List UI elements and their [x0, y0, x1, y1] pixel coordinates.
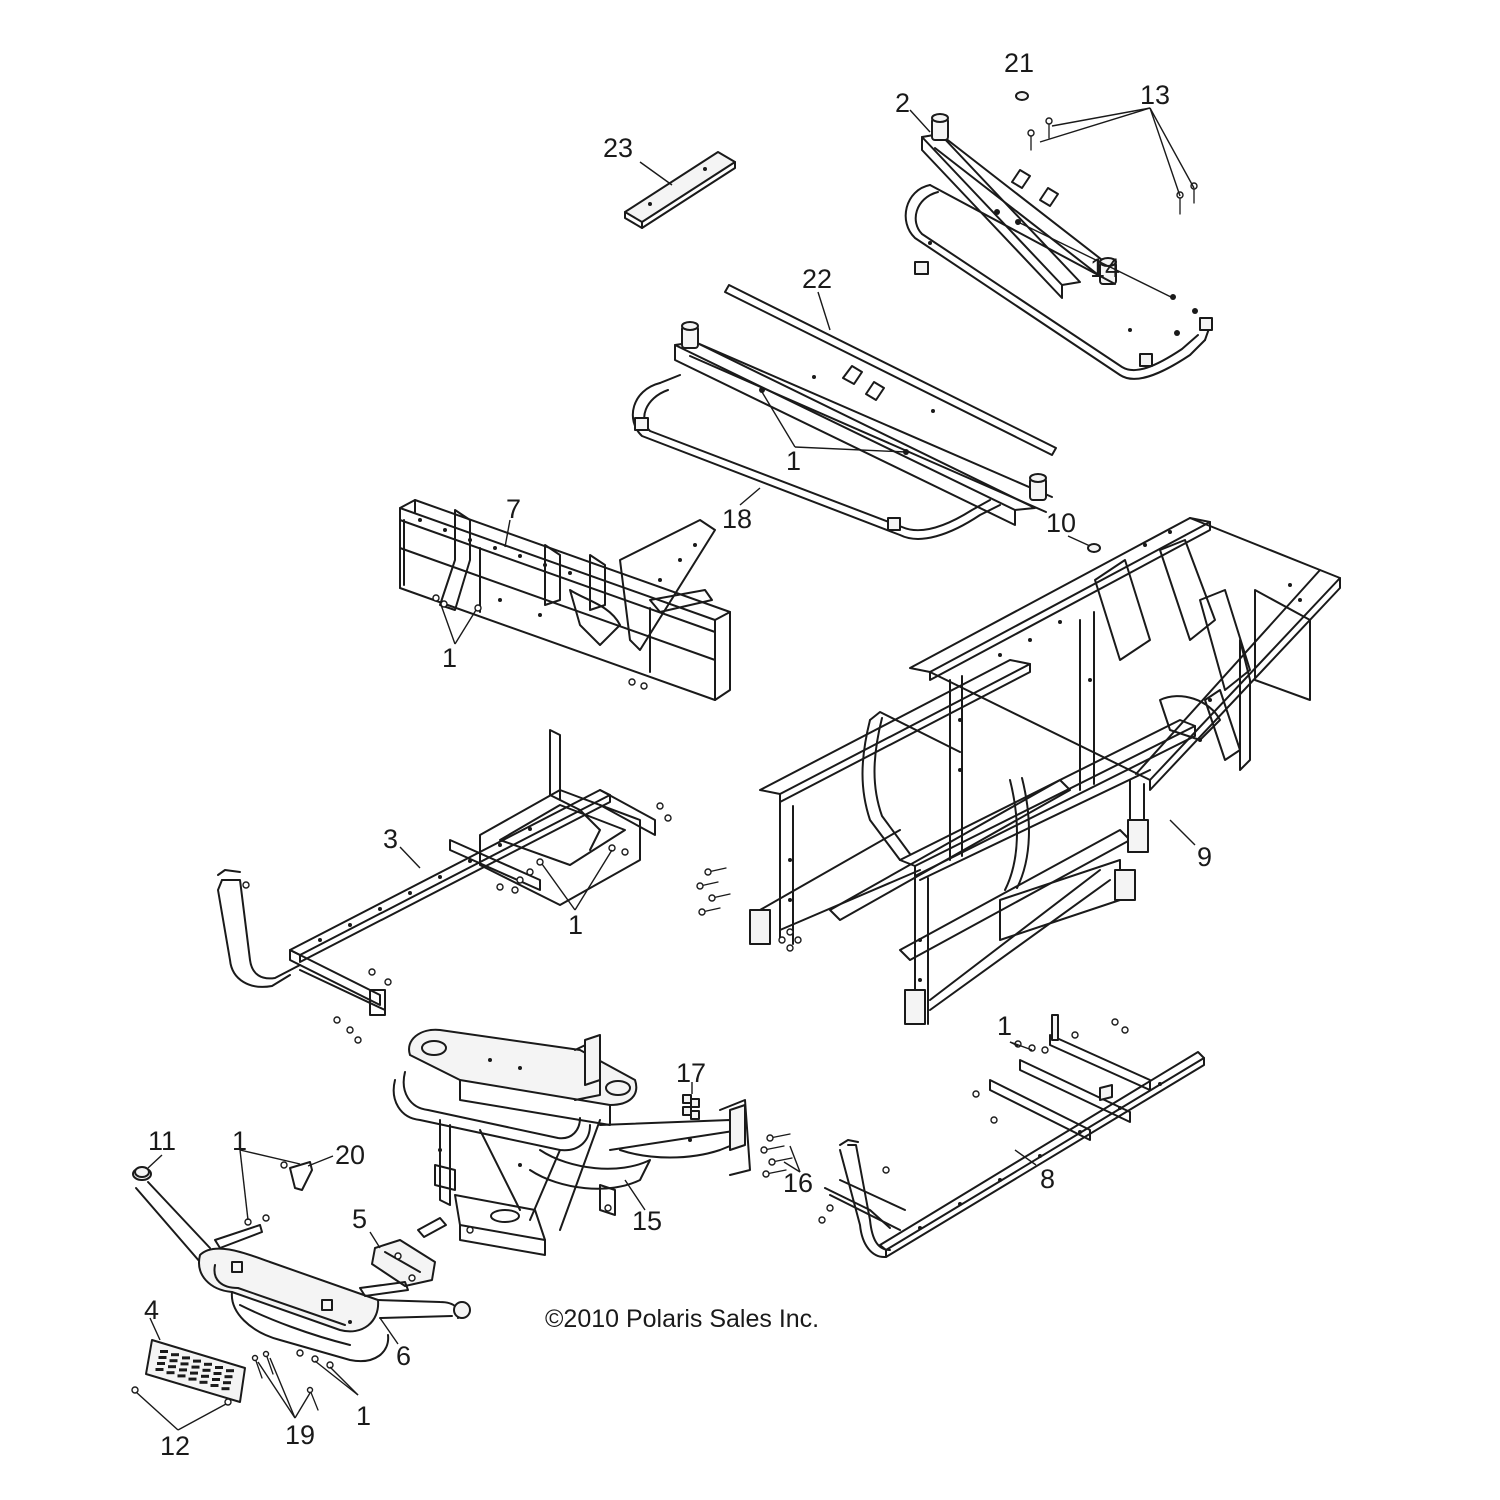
grille-slot [193, 1359, 201, 1363]
callout-1-right-floor: 1 [997, 1011, 1013, 1041]
part-11-plug [134, 1166, 150, 1178]
loose-bolts-center [696, 867, 731, 916]
callout-12: 12 [160, 1431, 191, 1461]
callout-14: 14 [1090, 253, 1121, 283]
part-15-front-subframe [392, 1028, 751, 1256]
grille-slot [177, 1374, 186, 1378]
part-3-floor-frame [217, 729, 672, 1044]
callout-1-seat-frame: 1 [786, 446, 802, 476]
part-17-bolts [682, 1094, 700, 1120]
callout-5: 5 [352, 1204, 368, 1234]
grille-slot [171, 1353, 179, 1357]
part-22-strip [724, 284, 1057, 456]
callout-8: 8 [1040, 1164, 1056, 1194]
grille-slot [158, 1356, 167, 1359]
copyright-notice: ©2010 Polaris Sales Inc. [545, 1305, 820, 1333]
callout-3: 3 [383, 824, 399, 854]
grille-slot [204, 1362, 212, 1366]
grille-slot [188, 1377, 197, 1381]
grille-slot [201, 1374, 209, 1378]
grille-slot [223, 1381, 231, 1385]
part-12-screws [131, 1386, 232, 1406]
part-10-nut [1087, 543, 1101, 553]
callout-19: 19 [285, 1420, 316, 1450]
callout-16: 16 [783, 1168, 814, 1198]
part-5-bracket [371, 1217, 447, 1287]
grille-slot [157, 1362, 165, 1365]
part-19-fasteners [251, 1350, 319, 1411]
part-1-fasteners-bumper [296, 1349, 334, 1369]
callout-2: 2 [895, 88, 911, 118]
part-23-bracket [624, 151, 736, 229]
callout-15: 15 [632, 1206, 663, 1236]
callout-17: 17 [676, 1058, 707, 1088]
grille-slot [182, 1356, 190, 1360]
grille-slot [169, 1359, 178, 1363]
part-20-bracket [280, 1161, 313, 1191]
callout-18: 18 [722, 504, 753, 534]
part-13-bolts [1027, 117, 1198, 215]
grille-slot [212, 1378, 220, 1381]
grille-slot [221, 1387, 230, 1391]
callout-1-bumper-bottom: 1 [356, 1401, 372, 1431]
grille-slot [202, 1368, 211, 1372]
grille-slot [155, 1368, 164, 1371]
callout-6: 6 [396, 1341, 412, 1371]
callout-11: 11 [148, 1126, 177, 1156]
grille-slot [224, 1375, 233, 1379]
part-4-grille [145, 1339, 246, 1403]
callout-1-floor-frame: 1 [568, 910, 584, 940]
grille-slot [166, 1371, 175, 1375]
callout-20: 20 [335, 1140, 366, 1170]
callout-7: 7 [506, 494, 522, 524]
part-18-seat-frame [631, 321, 1053, 540]
callout-23: 23 [603, 133, 634, 163]
callout-1-bumper-top: 1 [232, 1126, 248, 1156]
callout-1-support-frame: 1 [442, 643, 458, 673]
callout-21: 21 [1004, 48, 1035, 78]
grille-slot [215, 1366, 223, 1369]
part-8-floor-frame [818, 1014, 1205, 1259]
grille-slot [168, 1365, 176, 1369]
grille-slot [199, 1380, 208, 1384]
callout-4: 4 [144, 1295, 160, 1325]
callout-9: 9 [1197, 842, 1213, 872]
grille-slot [179, 1368, 187, 1372]
part-16-bolts [760, 1133, 793, 1178]
part-7-support-frame [399, 499, 731, 701]
callout-10: 10 [1046, 508, 1077, 538]
part-9-main-frame [749, 517, 1341, 1025]
grille-slot [210, 1384, 219, 1387]
part-2-seat-frame [904, 113, 1213, 380]
grille-slot [180, 1362, 189, 1366]
part-21-nut [1015, 91, 1029, 101]
grille-slot [191, 1365, 200, 1369]
grille-slot [213, 1372, 222, 1375]
grille-slot [160, 1350, 168, 1353]
grille-slot [190, 1371, 198, 1375]
grille-slot [226, 1369, 234, 1373]
callout-22: 22 [802, 264, 833, 294]
leader-lines [135, 107, 1196, 1431]
callout-13: 13 [1140, 80, 1171, 110]
